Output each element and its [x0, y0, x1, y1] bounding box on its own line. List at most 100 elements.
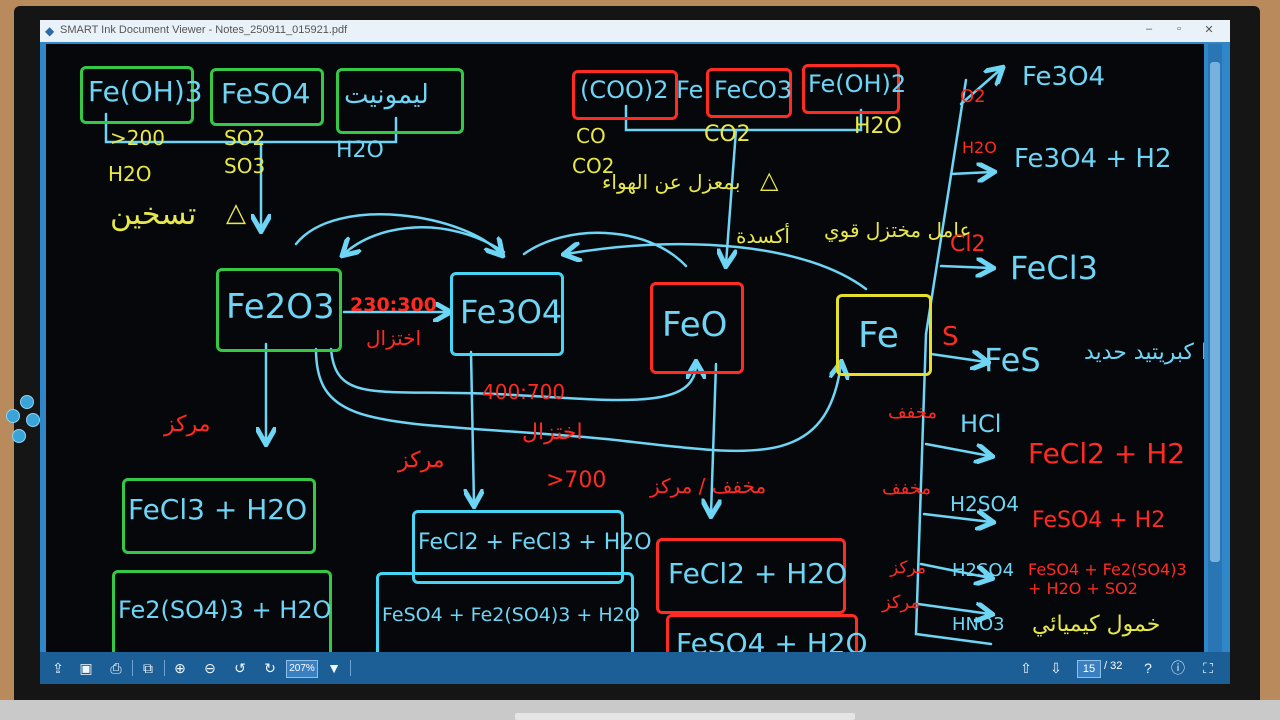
box-oxalate — [572, 70, 678, 120]
label-h2o-top: H2O — [854, 114, 902, 139]
label-feo: FeO — [662, 305, 728, 345]
page-down-icon[interactable]: ⇩ — [1050, 660, 1062, 676]
label-conc-b: مركز — [882, 592, 921, 613]
label-fes: FeS — [984, 341, 1041, 379]
label-reduction-a: اختزال — [366, 326, 422, 350]
label-temp-400-700: 400:700 — [482, 380, 566, 404]
pen-color-icon[interactable] — [20, 395, 34, 409]
help-icon[interactable]: ? — [1144, 660, 1152, 676]
pen-tool-icon[interactable] — [6, 409, 20, 423]
box-limonite — [336, 68, 464, 134]
label-fe2so43-h2o: Fe2(SO4)3 + H2O — [118, 596, 332, 624]
label-conc-a: مركز — [890, 558, 926, 578]
label-temp-230-300: 230:300 — [350, 294, 437, 316]
page-number-input[interactable]: 15 — [1077, 660, 1101, 678]
label-delta-b: △ — [760, 166, 779, 194]
viewer-window: ◆ SMART Ink Document Viewer - Notes_2509… — [40, 20, 1230, 684]
label-so2: SO2 — [224, 126, 266, 150]
label-hcl: HCl — [960, 410, 1002, 438]
pen-settings-icon[interactable] — [12, 429, 26, 443]
separator — [132, 660, 133, 676]
label-co: CO — [576, 124, 606, 148]
monitor-base — [0, 700, 1280, 720]
label-o2: O2 — [960, 86, 986, 107]
label-fecl2-fecl3: FeCl2 + FeCl3 + H2O — [418, 530, 652, 555]
label-hno3: HNO3 — [952, 614, 1005, 635]
info-icon[interactable]: ⓘ — [1171, 660, 1185, 676]
label-dilute-b: مخفف — [882, 478, 931, 499]
label-conc-mid: مركز — [398, 448, 445, 473]
print-icon[interactable]: ⎙ — [110, 660, 122, 676]
label-heating: تسخين — [110, 197, 197, 232]
box-fecl2-h2o — [656, 538, 846, 614]
label-reduction-b: اختزال — [522, 420, 583, 445]
zoom-dropdown-icon[interactable]: ▼ — [327, 660, 341, 676]
box-feco3 — [706, 68, 792, 118]
zoom-out-icon[interactable]: ⊖ — [204, 660, 216, 676]
separator — [350, 660, 351, 676]
label-delta-a: △ — [226, 198, 246, 228]
label-so3: SO3 — [224, 154, 266, 178]
box-fecl3-h2o — [122, 478, 316, 554]
bottom-toolbar: ⇪ ▣ ⎙ ⧉ ⊕ ⊖ ↺ ↻ 207% ▼ ⇧ ⇩ 15 / 32 ? ⓘ ⛶ — [40, 652, 1230, 684]
fit-screen-icon[interactable]: ⛶ — [1203, 660, 1213, 676]
zoom-level[interactable]: 207% — [286, 660, 318, 678]
label-gt200: >200 — [110, 126, 165, 150]
label-fe-oh2: Fe(OH)2 — [808, 70, 907, 98]
page-up-icon[interactable]: ⇧ — [1020, 660, 1032, 676]
label-fe2o3: Fe2O3 — [226, 287, 335, 327]
label-h2o-a: H2O — [108, 162, 152, 186]
vertical-scrollbar[interactable] — [1208, 44, 1222, 674]
label-h2so4-b: H2SO4 — [952, 560, 1015, 581]
save-icon[interactable]: ▣ — [79, 660, 93, 676]
notes-canvas[interactable]: Fe(OH)3 FeSO4 ليمونيت >200 H2O SO2 SO3 H… — [46, 44, 1204, 674]
label-cl2: Cl2 — [950, 232, 986, 257]
label-s: S — [942, 322, 959, 352]
label-feso4: FeSO4 — [221, 77, 311, 110]
box-feso4-h2o — [666, 614, 858, 674]
zoom-in-icon[interactable]: ⊕ — [174, 660, 186, 676]
label-co2-a: CO2 — [572, 154, 615, 178]
label-fe: Fe — [858, 315, 899, 356]
label-mixed-products: FeSO4 + Fe2(SO4)3 + H2O + SO2 — [1028, 560, 1187, 599]
label-limonite: ليمونيت — [344, 80, 429, 110]
box-fe-oh2 — [802, 64, 900, 114]
label-h2so4-a: H2SO4 — [950, 492, 1019, 516]
pen-tray-widget[interactable] — [6, 395, 40, 451]
separator — [164, 660, 165, 676]
label-fe-oh3: Fe(OH)3 — [88, 75, 203, 108]
title-bar[interactable]: ◆ SMART Ink Document Viewer - Notes_2509… — [40, 20, 1230, 42]
label-feco3: FeCO3 — [714, 76, 793, 104]
label-fecl2-h2o: FeCl2 + H2O — [668, 557, 848, 590]
box-fe — [836, 294, 932, 376]
close-button[interactable]: ✕ — [1204, 24, 1214, 36]
box-fe3o4 — [450, 272, 564, 356]
label-conc-left: مركز — [164, 412, 211, 437]
label-temp-gt700: >700 — [546, 468, 607, 493]
label-fecl3: FeCl3 — [1010, 249, 1098, 287]
rotate-left-icon[interactable]: ↺ — [234, 660, 246, 676]
maximize-button[interactable]: ▫ — [1177, 23, 1181, 35]
label-feso4-h2: FeSO4 + H2 — [1032, 508, 1166, 533]
eraser-icon[interactable] — [26, 413, 40, 427]
label-right-fe3o4: Fe3O4 — [1022, 62, 1106, 92]
label-no-air: بمعزل عن الهواء — [602, 170, 741, 194]
label-fecl2-h2: FeCl2 + H2 — [1028, 437, 1186, 470]
monitor-stand — [515, 713, 855, 720]
label-oxalate: (COO)2 Fe — [580, 76, 704, 104]
label-fe3o4: Fe3O4 — [460, 293, 563, 331]
label-reducing-agent: عامل مختزل قوي — [824, 218, 972, 242]
box-feso4 — [210, 68, 324, 126]
box-fe2o3 — [216, 268, 342, 352]
rotate-right-icon[interactable]: ↻ — [264, 660, 276, 676]
window-title: SMART Ink Document Viewer - Notes_250911… — [60, 24, 348, 36]
app-icon: ◆ — [45, 24, 55, 38]
open-icon[interactable]: ⇪ — [52, 660, 64, 676]
box-fe-oh3 — [80, 66, 194, 124]
page-total: / 32 — [1104, 660, 1123, 672]
label-fe3o4-h2: Fe3O4 + H2 — [1014, 144, 1172, 174]
scrollbar-thumb[interactable] — [1210, 62, 1220, 562]
label-co2-b: CO2 — [704, 122, 751, 147]
minimize-button[interactable]: – — [1145, 23, 1153, 35]
select-page-icon[interactable]: ⧉ — [143, 660, 153, 676]
